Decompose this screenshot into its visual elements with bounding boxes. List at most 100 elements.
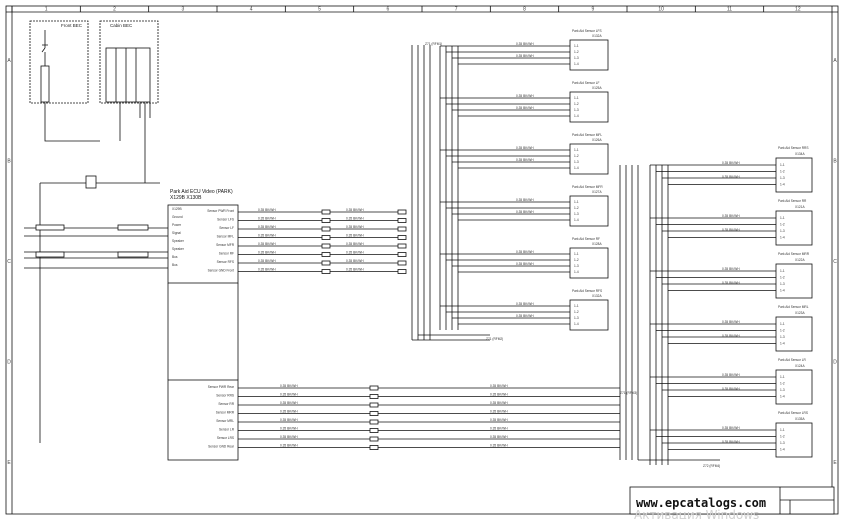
sensor-connector: X132A (592, 294, 602, 298)
wire-label: 0.35 BK/WH (490, 418, 508, 422)
sensor-connector: X122A (795, 258, 805, 262)
sensor-name: Park Aid Sensor MRR (778, 252, 810, 256)
sensor-pin: 1-2 (780, 435, 785, 439)
ecu-pin-label: Sensor RR (218, 402, 234, 406)
splice-rfm2-label: Z71 (RFM2) (486, 337, 503, 341)
sensor-pin: 1-1 (574, 96, 579, 100)
sensor-connector: X132A (592, 34, 602, 38)
column-label: 7 (455, 7, 458, 13)
wire-label: 0.35 BK/WH (516, 210, 534, 214)
ecu-pin-label: Sensor LFS (217, 218, 234, 222)
sensor-connector: X121A (795, 205, 805, 209)
park-aid-ecu: Park Aid ECU Video (PARK) X129B X130B X1… (167, 189, 239, 461)
sensor-name: Park Aid Sensor RF (572, 237, 600, 241)
row-label: C (833, 259, 837, 265)
row-label: C (7, 259, 11, 265)
watermark-overlay: Активация Windows (634, 508, 759, 519)
ecu-pin-label: Sensor LF (219, 226, 234, 230)
sensor-connector: X123A (795, 311, 805, 315)
column-label: 11 (727, 7, 732, 13)
front-sensor-column: Park Aid Sensor LFSX132A1-11-21-31-40.35… (439, 29, 609, 331)
rear-sensor-box (775, 157, 813, 193)
row-label: B (833, 159, 837, 165)
column-label: 1 (45, 7, 48, 13)
row-label: A (833, 58, 837, 64)
ecu-pin-label: Sensor PWR Front (207, 209, 234, 213)
wire-label: 0.35 BK/WH (258, 225, 276, 229)
wire-label: 0.35 BK/WH (258, 242, 276, 246)
sensor-pin: 1-3 (574, 56, 579, 60)
wire-label: 0.35 BK/WH (722, 161, 740, 165)
wire-label: 0.35 BK/WH (490, 401, 508, 405)
sensor-pin: 1-2 (574, 154, 579, 158)
wire-label: 0.35 BK/WH (258, 259, 276, 263)
ecu-pin-label: Sensor RF (219, 252, 234, 256)
front-harness: 0.35 BK/WH 0.35 BK/WH 0.35 BK/WH 0.35 BK/WH… (238, 45, 490, 341)
wire-label: 0.35 BK/WH (280, 401, 298, 405)
sensor-connector: X135A (795, 417, 805, 421)
sensor-name: Park Aid Sensor RFS (572, 289, 602, 293)
row-label: E (833, 460, 837, 466)
sensor-pin: 1-1 (574, 200, 579, 204)
ecu-pin-label: Power (172, 223, 182, 227)
rear-sensor-box (775, 369, 813, 405)
ecu-pin-label: X129B (172, 207, 182, 211)
sensor-name: Park Aid Sensor LF (572, 81, 600, 85)
ecu-pin-label: Sensor PWR Rear (208, 385, 235, 389)
cabin-bec-fuse-box: Cabin BEC (99, 20, 159, 104)
sensor-pin: 1-2 (780, 329, 785, 333)
ecu-pin-label: Signal (172, 231, 181, 235)
wire-label: 0.35 BK/WH (280, 410, 298, 414)
wire-label: 0.35 BK/WH (258, 208, 276, 212)
rear-sensor-box (775, 210, 813, 246)
wire-label: 0.35 BK/WH (258, 251, 276, 255)
wire-label: 0.35 BK/WH (516, 198, 534, 202)
sensor-pin: 1-4 (574, 114, 579, 118)
column-label: 3 (181, 7, 184, 13)
ecu-left-connections (24, 224, 168, 269)
row-label: D (833, 359, 837, 365)
front-sensor-box (569, 299, 609, 331)
sensor-pin: 1-3 (574, 108, 579, 112)
wire-label: 0.35 BK/WH (516, 158, 534, 162)
splice-rfm3-label: Z71 (RFM3) (620, 391, 637, 395)
wire-label: 0.35 BK/WH (346, 234, 364, 238)
ecu-pin-label: Ground (172, 215, 183, 219)
wire-label: 0.35 BK/WH (516, 314, 534, 318)
sensor-pin: 1-4 (780, 342, 785, 346)
sensor-connector: X127A (592, 190, 602, 194)
wire-label: 0.35 BK/WH (346, 208, 364, 212)
sensor-pin: 1-3 (780, 335, 785, 339)
sensor-connector: X124A (795, 364, 805, 368)
wire-label: 0.35 BK/WH (258, 234, 276, 238)
sensor-pin: 1-3 (780, 229, 785, 233)
column-label: 2 (113, 7, 116, 13)
sensor-pin: 1-2 (574, 258, 579, 262)
sensor-pin: 1-4 (780, 395, 785, 399)
sensor-pin: 1-4 (574, 62, 579, 66)
sensor-name: Park Aid Sensor LFS (572, 29, 602, 33)
front-sensor-box (569, 247, 609, 279)
sensor-pin: 1-3 (780, 176, 785, 180)
sensor-pin: 1-1 (780, 428, 785, 432)
sensor-pin: 1-3 (574, 316, 579, 320)
sensor-pin: 1-1 (780, 269, 785, 273)
rear-sensor-box (775, 316, 813, 352)
title-block (629, 486, 835, 515)
row-label: B (7, 159, 11, 165)
column-label: 10 (658, 7, 664, 13)
ecu-pin-label: Bus (172, 263, 178, 267)
sensor-pin: 1-1 (780, 322, 785, 326)
ecu-pin-label: Sensor GND Front (208, 269, 235, 273)
wire-label: 0.35 BK/WH (722, 228, 740, 232)
row-label: A (7, 58, 11, 64)
sensor-pin: 1-1 (780, 375, 785, 379)
sensor-pin: 1-4 (780, 183, 785, 187)
wire-label: 0.35 BK/WH (280, 393, 298, 397)
wire-label: 0.35 BK/WH (490, 435, 508, 439)
ecu-pin-label: Bus (172, 255, 178, 259)
watermark-url: www.epcatalogs.com (636, 496, 766, 510)
